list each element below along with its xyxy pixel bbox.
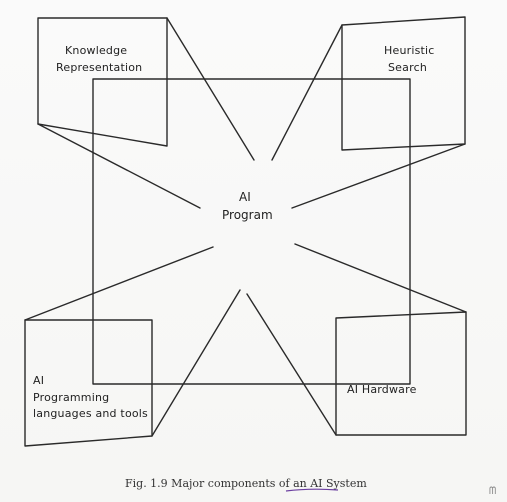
caption-underline <box>285 488 339 492</box>
connector-line <box>294 243 467 313</box>
programming-label-line3: languages and tools <box>33 407 148 420</box>
connector-lines <box>24 17 467 437</box>
box-outline <box>341 16 466 151</box>
center-label-line2: Program <box>222 208 273 222</box>
connector-line <box>151 289 241 437</box>
connector-line <box>246 293 337 436</box>
central-frame <box>92 78 411 385</box>
figure-caption: Fig. 1.9 Major components of an AI Syste… <box>125 477 367 492</box>
hardware-label: AI Hardware <box>347 383 417 396</box>
connector-line <box>166 17 255 161</box>
heuristic-label-line1: Heuristic <box>384 44 435 57</box>
connector-line <box>291 143 466 209</box>
box-outline <box>37 17 168 147</box>
caption-emphasis: AI System <box>309 477 367 490</box>
programming-label-line1: AI <box>33 374 44 387</box>
caption-prefix: Fig. 1.9 Major components of an <box>125 477 310 490</box>
box-ai-hardware <box>335 311 467 436</box>
box-knowledge-representation <box>37 17 168 147</box>
center-label-line1: AI <box>239 190 251 204</box>
connector-line <box>24 246 214 321</box>
corner-mark: ᗰ <box>489 486 496 497</box>
caption-text: Fig. 1.9 Major components of an AI Syste… <box>125 477 367 490</box>
box-heuristic-search <box>341 16 466 151</box>
connector-line <box>271 24 343 161</box>
box-outline <box>335 311 467 436</box>
connector-line <box>37 123 201 209</box>
knowledge-label-line1: Knowledge <box>65 44 127 57</box>
knowledge-label-line2: Representation <box>56 61 142 74</box>
programming-label-line2: Programming <box>33 391 109 404</box>
heuristic-label-line2: Search <box>388 61 427 74</box>
